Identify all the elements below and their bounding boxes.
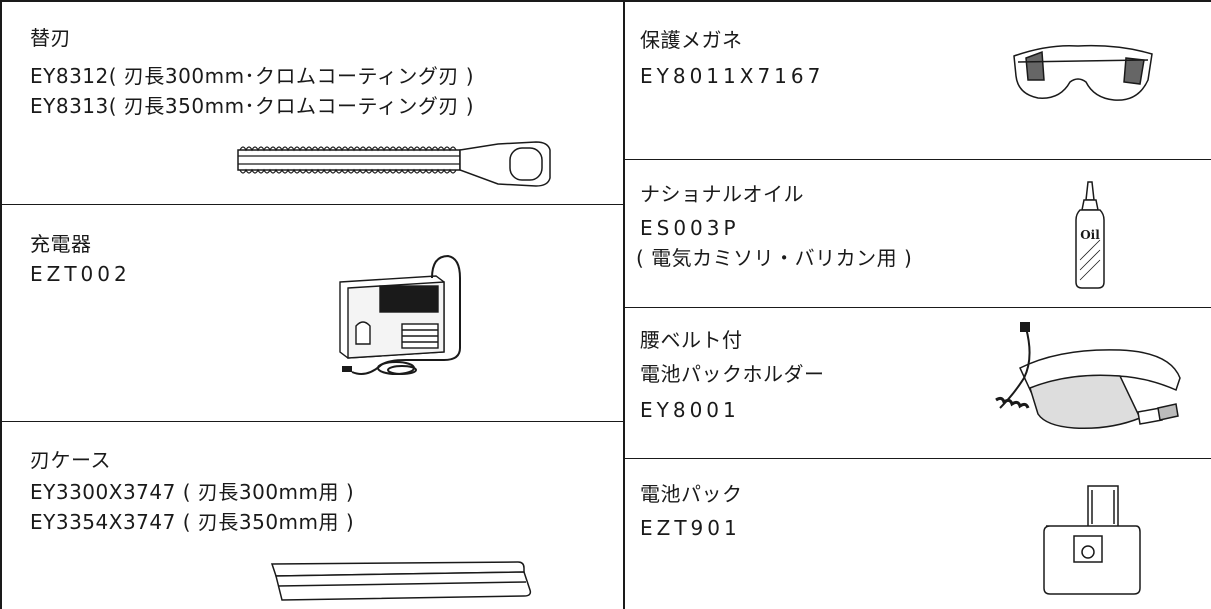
charger-title: 充電器 xyxy=(30,232,92,256)
table-border-top xyxy=(0,0,1211,2)
battery-code: EZT901 xyxy=(640,516,741,540)
hedge-blade-icon xyxy=(236,138,556,190)
belt-holder-title: 腰ベルト付 xyxy=(640,328,743,352)
row-divider-right-3 xyxy=(624,458,1211,459)
blade-case-line-2: EY3354X3747 ( 刃長350mm用 ) xyxy=(30,510,355,534)
safety-glasses-icon xyxy=(1008,36,1158,116)
oil-title: ナショナルオイル xyxy=(640,182,804,206)
row-divider-right-1 xyxy=(624,159,1211,160)
oil-code: ES003P xyxy=(640,216,740,240)
column-divider xyxy=(623,0,625,609)
row-divider-left-2 xyxy=(0,421,624,422)
blade-case-title: 刃ケース xyxy=(30,448,111,472)
oil-note: ( 電気カミソリ・バリカン用 ) xyxy=(636,246,913,270)
belt-holder-subtitle: 電池パックホルダー xyxy=(640,362,825,386)
charger-code: EZT002 xyxy=(30,262,131,286)
table-border-left xyxy=(0,0,2,609)
blade-title: 替刃 xyxy=(30,26,71,50)
goggles-title: 保護メガネ xyxy=(640,28,743,52)
blade-line-1: EY8312( 刃長300mm･クロムコーティング刃 ) xyxy=(30,64,475,88)
row-divider-left-1 xyxy=(0,204,624,205)
blade-line-2: EY8313( 刃長350mm･クロムコーティング刃 ) xyxy=(30,94,475,118)
oil-bottle-label: Oil xyxy=(1080,228,1100,242)
belt-holder-icon xyxy=(990,318,1190,442)
battery-pack-icon xyxy=(1040,484,1144,596)
battery-title: 電池パック xyxy=(640,482,743,506)
blade-case-line-1: EY3300X3747 ( 刃長300mm用 ) xyxy=(30,480,355,504)
charger-icon xyxy=(336,248,466,380)
row-divider-right-2 xyxy=(624,307,1211,308)
oil-bottle-icon: Oil xyxy=(1070,180,1110,292)
belt-holder-code: EY8001 xyxy=(640,398,740,422)
goggles-code: EY8011X7167 xyxy=(640,64,825,88)
blade-case-icon xyxy=(266,560,536,604)
